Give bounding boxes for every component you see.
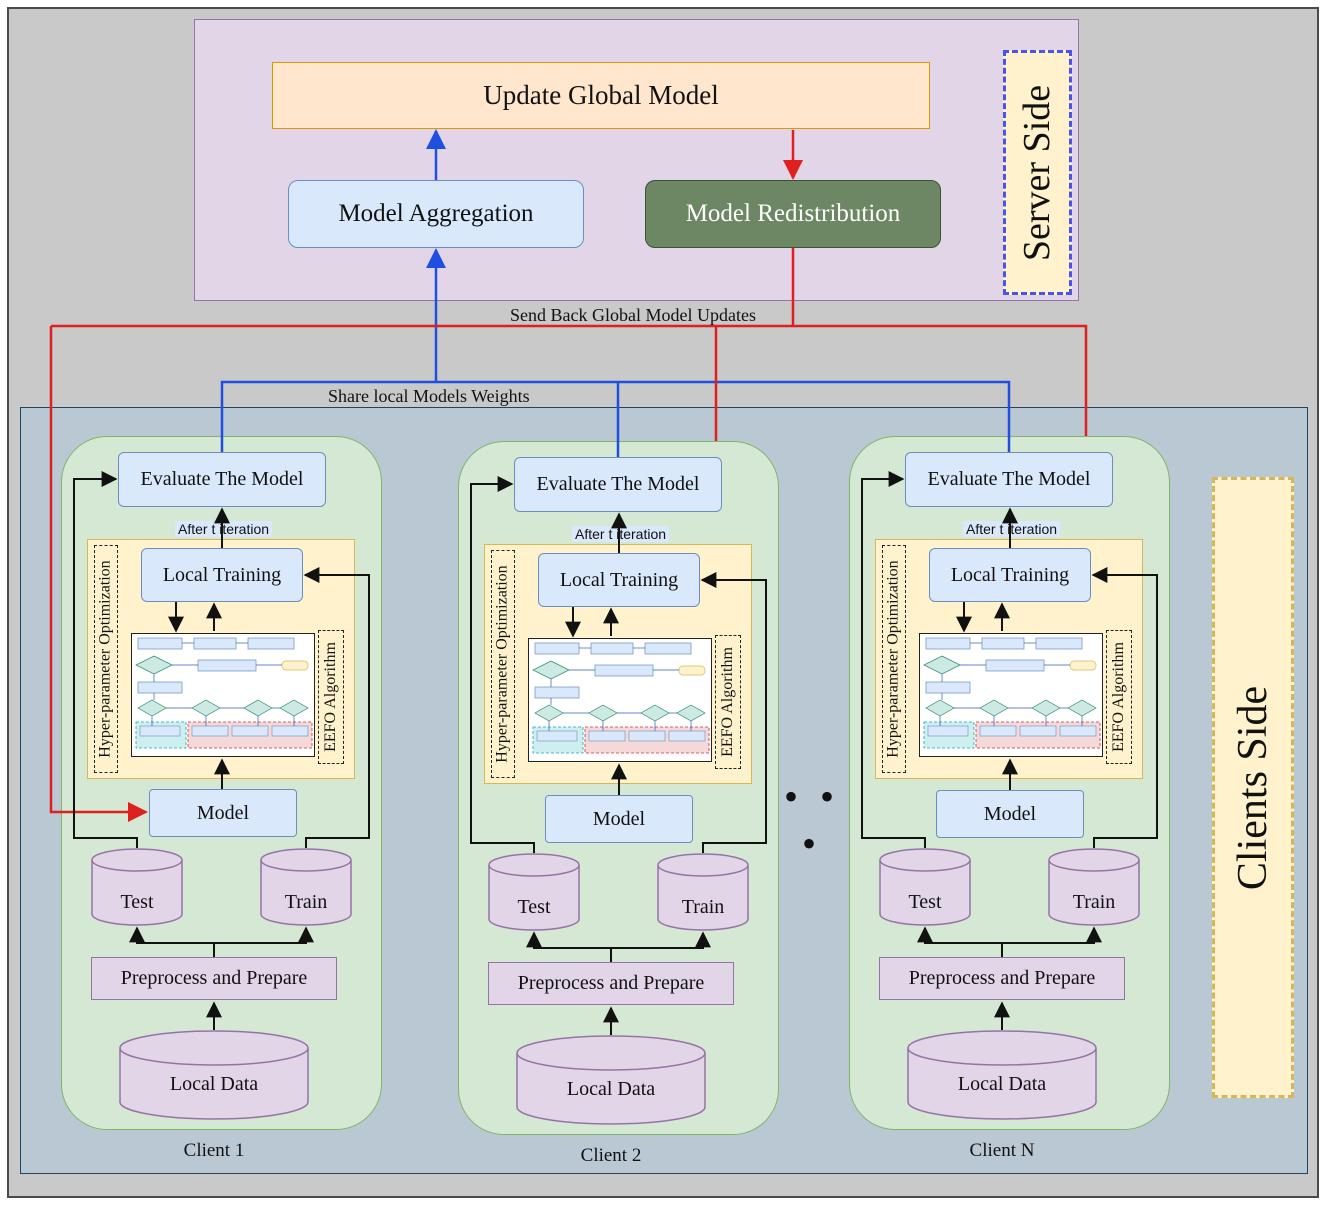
- client-2-flowchart-graphic: [532, 642, 710, 754]
- client-2-hpo-label-box: Hyper-parameter Optimization: [491, 550, 515, 778]
- client-n-local-data-label: Local Data: [957, 1072, 1047, 1095]
- client-1-local-data-cylinder: [119, 1030, 309, 1120]
- client-1-flowchart-graphic: [135, 637, 313, 749]
- client-2-test-cylinder: [488, 853, 580, 931]
- model-aggregation-box: Model Aggregation: [288, 180, 584, 248]
- client-2-flow-lines: [470, 476, 767, 1035]
- client-n-preprocess-box: Preprocess and Prepare: [879, 957, 1125, 1000]
- client-n-test-label: Test: [908, 890, 942, 913]
- client-n-name: Client N: [969, 1140, 1035, 1161]
- client-2-eefo-flowchart: [528, 638, 712, 762]
- client-1-local-data-label: Local Data: [169, 1072, 259, 1095]
- client-2-preprocess-box: Preprocess and Prepare: [488, 962, 734, 1005]
- client-n-local-data-cylinder: [907, 1030, 1097, 1120]
- client-2-train-cylinder: [657, 853, 749, 931]
- client-n-test-cylinder: [879, 848, 971, 926]
- client-2-eefo-label-box: EEFO Algorithm: [715, 635, 741, 769]
- client-n-evaluate-box: Evaluate The Model: [905, 452, 1113, 507]
- client-1-hpo-label-box: Hyper-parameter Optimization: [94, 545, 118, 773]
- send-back-updates-lines: [49, 248, 1088, 822]
- client-1-eefo-label-box: EEFO Algorithm: [318, 630, 344, 764]
- client-n-eefo-flowchart: [919, 633, 1103, 757]
- client-n-model-box: Model: [936, 790, 1084, 838]
- server-side-label-box: Server Side: [1003, 50, 1072, 295]
- client-n-local-training-box: Local Training: [929, 548, 1091, 602]
- client-1-model-box: Model: [149, 789, 297, 837]
- update-global-model-box: Update Global Model: [272, 62, 930, 129]
- model-redistribution-box: Model Redistribution: [645, 180, 941, 248]
- client-2-test-label: Test: [517, 895, 551, 918]
- client-2-model-box: Model: [545, 795, 693, 843]
- send-back-updates-label: Send Back Global Model Updates: [510, 305, 756, 325]
- share-weights-label: Share local Models Weights: [328, 386, 530, 406]
- client-2-local-training-box: Local Training: [538, 553, 700, 607]
- clients-side-label-box: Clients Side: [1212, 477, 1294, 1098]
- share-weights-lines: [220, 248, 1011, 457]
- client-1-train-cylinder: [260, 848, 352, 926]
- client-n-train-label: Train: [1072, 890, 1116, 913]
- client-n-hpo-label-box: Hyper-parameter Optimization: [882, 545, 906, 773]
- client-2-evaluate-box: Evaluate The Model: [514, 457, 722, 512]
- client-n-iteration-label: After t iteration: [963, 521, 1061, 537]
- client-1-flow-lines: [73, 471, 370, 1030]
- client-1-test-label: Test: [120, 890, 154, 913]
- client-1-local-training-box: Local Training: [141, 548, 303, 602]
- client-1-test-cylinder: [91, 848, 183, 926]
- client-1-train-label: Train: [284, 890, 328, 913]
- client-2-iteration-label: After t iteration: [572, 526, 670, 542]
- client-n-flow-lines: [861, 471, 1158, 1030]
- client-2-local-data-label: Local Data: [566, 1077, 656, 1100]
- client-2-train-label: Train: [681, 895, 725, 918]
- client-1-name: Client 1: [183, 1140, 245, 1161]
- client-2-local-data-cylinder: [516, 1035, 706, 1125]
- client-n-train-cylinder: [1048, 848, 1140, 926]
- client-1-iteration-label: After t iteration: [175, 521, 273, 537]
- client-1-eefo-flowchart: [131, 633, 315, 757]
- client-1-preprocess-box: Preprocess and Prepare: [91, 957, 337, 1000]
- client-2-name: Client 2: [580, 1145, 642, 1166]
- client-1-evaluate-box: Evaluate The Model: [118, 452, 326, 507]
- client-n-flowchart-graphic: [923, 637, 1101, 749]
- client-n-eefo-label-box: EEFO Algorithm: [1106, 630, 1132, 764]
